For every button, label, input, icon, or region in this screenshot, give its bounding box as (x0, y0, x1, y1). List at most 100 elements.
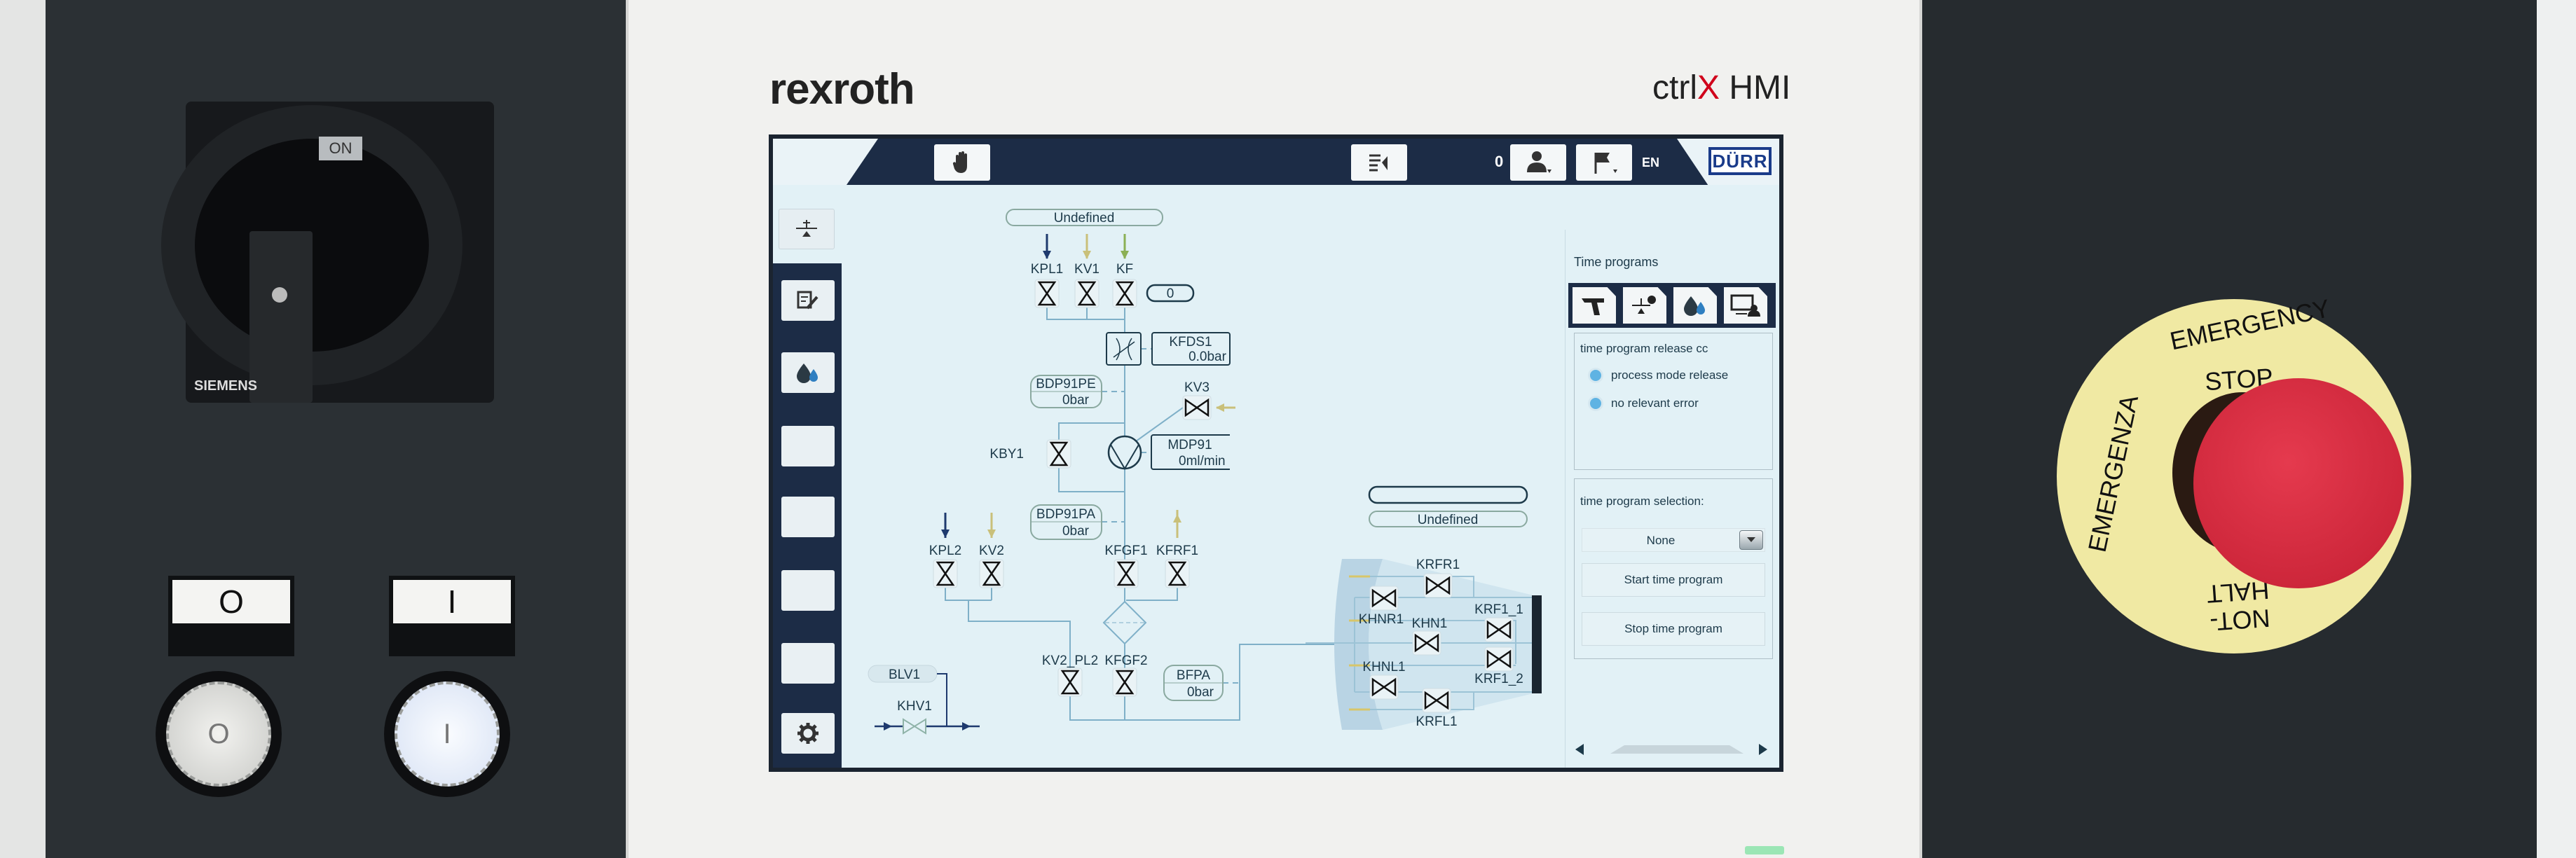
on-push-button[interactable]: I (384, 671, 510, 797)
tab-operator-station[interactable] (1724, 287, 1767, 324)
valve-label: KV2_PL2 (1042, 653, 1098, 668)
process-diagram: Undefined KPL1 KV1 KF 0 KFDS1 0.0bar BDP… (868, 209, 1542, 735)
valve-kfgf1[interactable] (1114, 559, 1139, 588)
sensor-value: 0ml/min (1179, 454, 1226, 469)
drops-icon (797, 364, 818, 383)
program-selection-box: time program selection: None Start time … (1574, 478, 1773, 659)
condition-indicator (1590, 398, 1601, 409)
valve-kv3[interactable] (1182, 395, 1212, 420)
on-symbol: I (393, 580, 511, 623)
company-logo: DÜRR (1708, 147, 1772, 175)
valve-kby1[interactable] (1046, 439, 1071, 469)
top-bar-left-tab (773, 139, 878, 185)
sidebar-edit-button[interactable] (781, 280, 835, 321)
tab-spray-gun[interactable] (1573, 287, 1616, 324)
valve-khv1[interactable] (903, 718, 926, 735)
sensor-value: 0.0bar (1188, 350, 1227, 364)
valve-kfrf1[interactable] (1165, 559, 1190, 588)
chevron-down-icon (1747, 537, 1755, 542)
scroll-left-icon (1575, 744, 1584, 755)
sensor-value: 0bar (1062, 524, 1090, 539)
right-status-top (1368, 485, 1528, 504)
main-switch-handle[interactable] (249, 231, 313, 403)
sensor-name: BDP91PA (1036, 507, 1095, 522)
sensor-kfds1-box (1151, 332, 1231, 366)
dropdown-button[interactable] (1739, 530, 1763, 550)
valve-label: KRF1_2 (1474, 672, 1523, 686)
sidebar-button-empty[interactable] (781, 426, 835, 466)
right-status: Undefined (1418, 513, 1479, 527)
counter-pill (1146, 284, 1195, 303)
start-time-program-button[interactable]: Start time program (1582, 563, 1765, 597)
hmi-screen: Undefined KPL1 KV1 KF 0 KFDS1 0.0bar BDP… (769, 134, 1783, 772)
spray-gun-icon (1582, 298, 1604, 315)
valve-label: KFRF1 (1156, 544, 1198, 558)
valve-khnr1[interactable] (1369, 586, 1399, 611)
sidebar-balance-button[interactable] (779, 209, 835, 249)
valve-krfr1[interactable] (1423, 573, 1453, 598)
valve-kf[interactable] (1112, 279, 1137, 308)
sidebar-button-empty[interactable] (781, 570, 835, 611)
valve-label: KF (1116, 262, 1133, 277)
condition-label: process mode release (1611, 368, 1729, 382)
user-icon (1527, 151, 1551, 173)
valve-krf1-2[interactable] (1484, 646, 1514, 672)
valve-kpl1[interactable] (1034, 279, 1060, 308)
valve-khnl1[interactable] (1369, 674, 1399, 700)
valve-label: KFGF2 (1104, 653, 1147, 668)
off-symbol: O (172, 580, 290, 623)
filter-icon (1102, 600, 1147, 645)
sidebar-settings-button[interactable] (781, 713, 835, 754)
messages-button[interactable] (1351, 144, 1407, 181)
valve-label: KRF1_1 (1474, 602, 1523, 617)
message-list-icon (1369, 154, 1388, 172)
sensor-name: KFDS1 (1169, 335, 1212, 350)
model-x: X (1697, 69, 1720, 106)
right-status-pill (1369, 511, 1528, 527)
program-select[interactable]: None (1582, 528, 1765, 552)
screw (272, 287, 287, 303)
emergency-stop-button[interactable] (2193, 378, 2404, 588)
valve-label: KBY1 (989, 447, 1024, 462)
valve-kv1[interactable] (1074, 279, 1099, 308)
condition-label: no relevant error (1611, 396, 1699, 410)
language-button[interactable] (1576, 144, 1632, 181)
valve-khn1[interactable] (1412, 630, 1441, 656)
off-button-symbol: O (166, 681, 271, 787)
time-programs-panel: Time programs time program release cc pr… (1565, 230, 1776, 768)
valve-kv2[interactable] (979, 559, 1004, 588)
wall (0, 0, 46, 858)
program-selection-title: time program selection: (1580, 494, 1704, 508)
valve-krf1-1[interactable] (1484, 617, 1514, 642)
model-logo: ctrlX HMI (1652, 69, 1790, 107)
wall (2537, 0, 2576, 858)
sensor-value: 0bar (1187, 685, 1214, 700)
pump-icon[interactable] (1107, 435, 1142, 470)
on-button-symbol: I (395, 681, 500, 787)
condition-indicator (1590, 370, 1601, 381)
tab-time-balance[interactable] (1623, 287, 1666, 324)
valve-kpl2[interactable] (933, 559, 958, 588)
valve-label: KHNL1 (1362, 660, 1405, 674)
edit-list-icon (797, 291, 818, 310)
stop-time-program-button[interactable]: Stop time program (1582, 612, 1765, 646)
sidebar-button-empty[interactable] (781, 643, 835, 684)
sidebar-button-empty[interactable] (781, 497, 835, 537)
balance-icon (796, 220, 817, 237)
valve-krfl1[interactable] (1422, 688, 1451, 713)
off-push-button[interactable]: O (156, 671, 282, 797)
release-conditions-title: time program release cc (1580, 342, 1708, 355)
user-button[interactable] (1510, 144, 1566, 181)
brand-logo: rexroth (769, 65, 915, 113)
manual-mode-button[interactable] (934, 144, 990, 181)
valve-label: KRFL1 (1416, 714, 1457, 729)
horizontal-scrollbar[interactable] (1568, 737, 1776, 762)
language-code: EN (1642, 155, 1660, 169)
valve-kfgf2[interactable] (1112, 667, 1137, 697)
valve-kv2-pl2[interactable] (1057, 667, 1083, 697)
sensor-mdp91: MDP91 0ml/min (1151, 434, 1230, 470)
tab-fluids[interactable] (1673, 287, 1717, 324)
valve-label: KV2 (979, 544, 1004, 558)
gear-icon (797, 723, 818, 744)
sidebar-fluid-button[interactable] (781, 352, 835, 393)
